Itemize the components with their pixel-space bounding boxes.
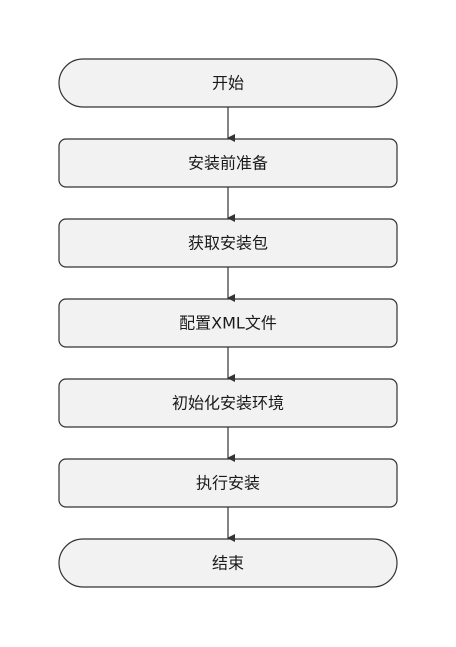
step-label-configure-xml: 配置XML文件 [179,314,277,333]
step-end: 结束 [58,538,398,588]
step-label-execute-install: 执行安装 [196,474,260,493]
step-label-preparation: 安装前准备 [188,154,268,173]
step-configure-xml: 配置XML文件 [58,298,398,348]
step-label-start: 开始 [212,74,244,93]
step-get-package: 获取安装包 [58,218,398,268]
step-start: 开始 [58,58,398,108]
step-init-environment: 初始化安装环境 [58,378,398,428]
step-label-end: 结束 [212,554,244,573]
step-label-init-environment: 初始化安装环境 [172,394,284,413]
step-execute-install: 执行安装 [58,458,398,508]
step-preparation: 安装前准备 [58,138,398,188]
step-label-get-package: 获取安装包 [188,234,268,253]
